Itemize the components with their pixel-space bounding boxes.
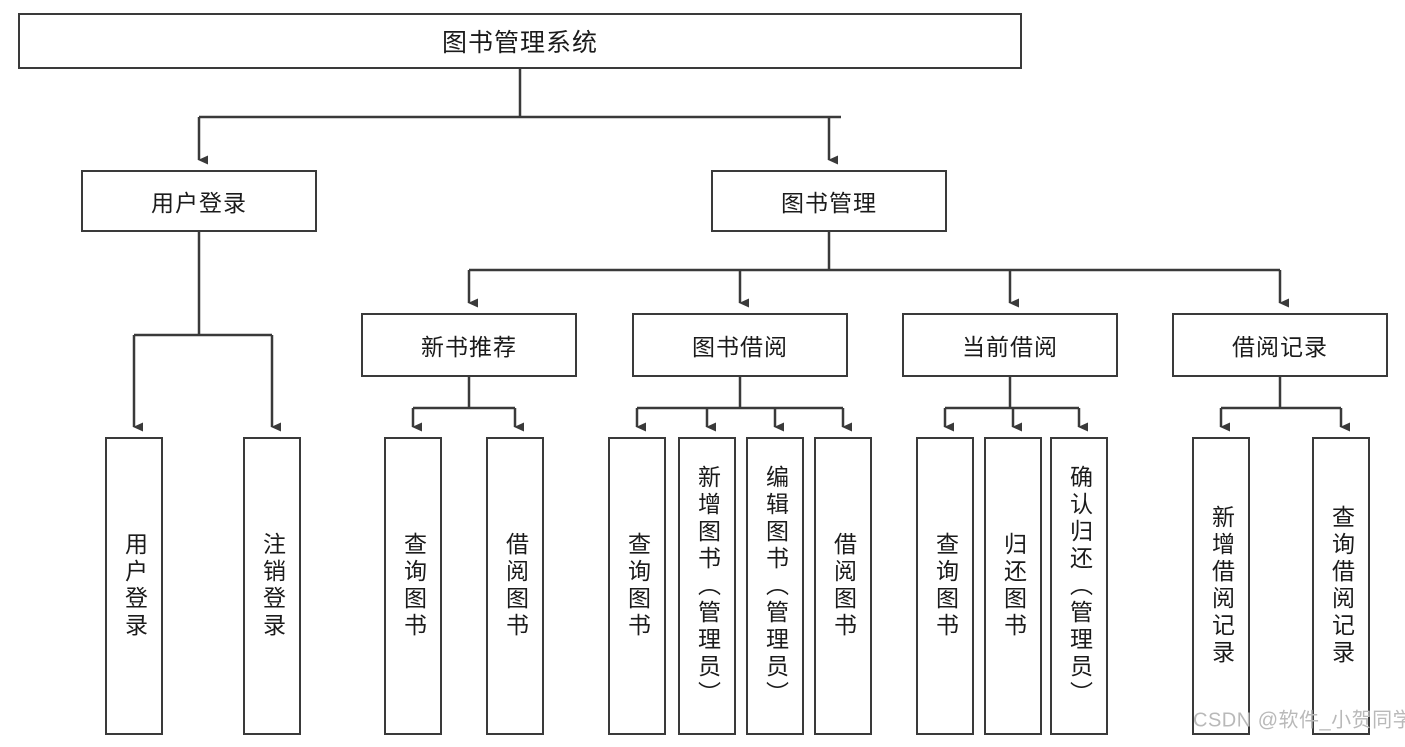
node-book-management-label: 图书管理	[781, 190, 877, 216]
leaf-query-borrow-record-label: 查询借阅记录	[1328, 505, 1355, 667]
node-book-management[interactable]: 图书管理	[711, 170, 947, 232]
leaf-borrow-book-recommend-label: 借阅图书	[502, 532, 529, 640]
node-user-login[interactable]: 用户登录	[81, 170, 317, 232]
leaf-logout[interactable]: 注销登录	[243, 437, 301, 735]
leaf-borrow-book-recommend[interactable]: 借阅图书	[486, 437, 544, 735]
node-book-borrow-label: 图书借阅	[692, 334, 788, 360]
node-current-borrow-label: 当前借阅	[962, 334, 1058, 360]
leaf-borrow-book-label: 借阅图书	[830, 532, 857, 640]
leaf-query-book-recommend-label: 查询图书	[400, 532, 427, 640]
leaf-borrow-book[interactable]: 借阅图书	[814, 437, 872, 735]
leaf-return-book-label: 归还图书	[1000, 532, 1027, 640]
leaf-return-book[interactable]: 归还图书	[984, 437, 1042, 735]
leaf-edit-book-admin[interactable]: 编辑图书（管理员）	[746, 437, 804, 735]
node-book-borrow[interactable]: 图书借阅	[632, 313, 848, 377]
node-borrow-record-label: 借阅记录	[1232, 334, 1328, 360]
watermark: CSDN @软件_小贺同学	[1193, 709, 1405, 732]
node-borrow-record[interactable]: 借阅记录	[1172, 313, 1388, 377]
leaf-user-login-label: 用户登录	[121, 532, 148, 640]
leaf-add-book-admin[interactable]: 新增图书（管理员）	[678, 437, 736, 735]
leaf-query-book-current[interactable]: 查询图书	[916, 437, 974, 735]
leaf-confirm-return-admin-label: 确认归还（管理员）	[1066, 464, 1093, 708]
leaf-query-book-recommend[interactable]: 查询图书	[384, 437, 442, 735]
leaf-user-login[interactable]: 用户登录	[105, 437, 163, 735]
node-current-borrow[interactable]: 当前借阅	[902, 313, 1118, 377]
leaf-query-borrow-record[interactable]: 查询借阅记录	[1312, 437, 1370, 735]
leaf-query-book-borrow[interactable]: 查询图书	[608, 437, 666, 735]
node-user-login-label: 用户登录	[151, 190, 247, 216]
node-new-book-recommend-label: 新书推荐	[421, 334, 517, 360]
leaf-logout-label: 注销登录	[259, 532, 286, 640]
leaf-add-borrow-record[interactable]: 新增借阅记录	[1192, 437, 1250, 735]
leaf-add-borrow-record-label: 新增借阅记录	[1208, 505, 1235, 667]
leaf-add-book-admin-label: 新增图书（管理员）	[694, 464, 721, 708]
leaf-query-book-current-label: 查询图书	[932, 532, 959, 640]
node-root-label: 图书管理系统	[441, 29, 598, 57]
leaf-confirm-return-admin[interactable]: 确认归还（管理员）	[1050, 437, 1108, 735]
node-new-book-recommend[interactable]: 新书推荐	[361, 313, 577, 377]
leaf-edit-book-admin-label: 编辑图书（管理员）	[762, 464, 789, 708]
node-root[interactable]: 图书管理系统	[18, 13, 1022, 69]
leaf-query-book-borrow-label: 查询图书	[624, 532, 651, 640]
